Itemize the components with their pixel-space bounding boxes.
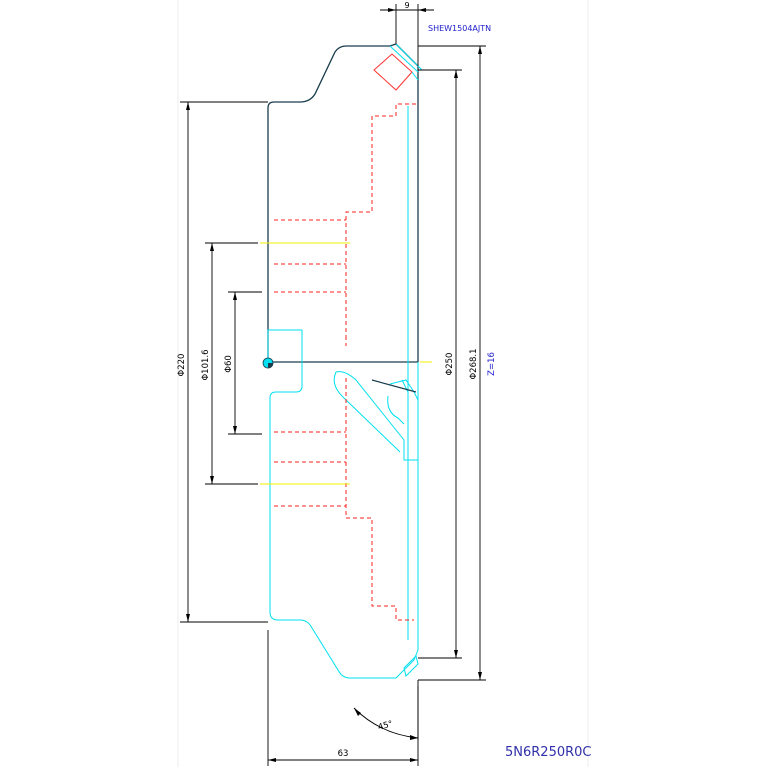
angle-45-label: 45° [377,719,394,733]
part-code-label: SHEW1504AJTN [428,24,491,33]
insert-lower [403,655,419,677]
dia-1016-label: Φ101.6 [201,349,211,380]
center-lines [260,242,432,485]
drawing-number-label: 5N6R250R0C [505,745,592,760]
dia-220-label: Φ220 [177,354,187,377]
insert-width-label: 9 [404,1,409,10]
dimension-lines [180,4,486,766]
edge-line [371,379,417,393]
height-63-label: 63 [338,749,349,759]
hidden-lines-lower [274,378,414,621]
dia-60-label: Φ60 [224,355,234,373]
axis-origin-icon [262,357,274,369]
cutter-body-lower [267,106,419,679]
dia-250-label: Φ250 [445,353,455,376]
dimension-arrows [186,8,482,762]
hidden-lines-upper [274,103,416,346]
teeth-count-label: Z=16 [487,352,497,376]
cutter-body-upper [267,43,419,363]
dia-2681-label: Φ268.1 [469,348,479,379]
